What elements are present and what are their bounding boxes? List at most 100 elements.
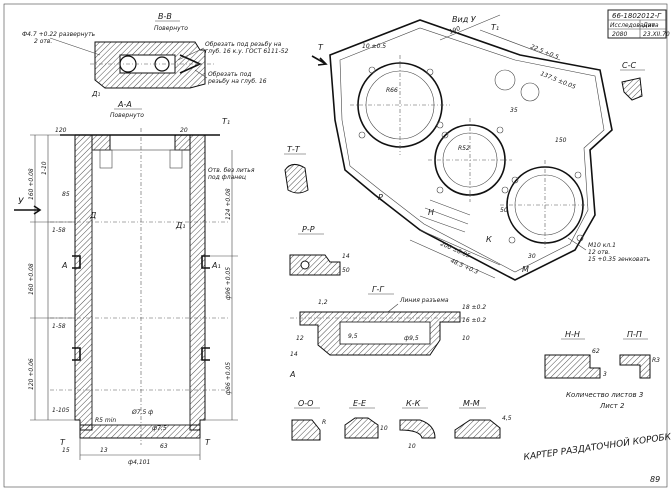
dim-gg-1: 12 xyxy=(296,335,304,342)
dim-rr-1: 14 xyxy=(342,253,350,260)
label-d-left: Д xyxy=(89,211,96,220)
dim-left-5: 1-105 xyxy=(52,407,70,414)
title-block-col2-head: Дата xyxy=(642,22,659,29)
vid-dim1: 22.5 +0.5 xyxy=(529,43,559,61)
dim-left-v3: 120 +0.06 xyxy=(28,358,35,390)
dim-gg-8: 10 xyxy=(462,335,470,342)
dim-gg-2: 9,5 xyxy=(348,333,358,340)
vid-r: R66 xyxy=(386,87,398,94)
label-t-top-right: Т₁ xyxy=(222,117,230,126)
dim-kk-1: 10 xyxy=(408,443,416,450)
vid-label-t: Т xyxy=(318,43,324,52)
dim-bottom-4: 13 xyxy=(100,447,108,454)
vid-dim4: 48.5 +0.3 xyxy=(449,257,479,276)
section-gg: Г-Г Линия разъема 18 ±0.2 16 ±0.2 ф9,5 9… xyxy=(289,285,486,379)
dim-inner-1: Ø7,5 ф xyxy=(131,409,153,416)
sheet-frame xyxy=(3,3,668,488)
main-section: 160 +0.08 160 +0.08 120 +0.06 1-10 1-58 … xyxy=(14,117,255,466)
vid-dim7: 10 ±0.5 xyxy=(362,43,386,50)
dim-bottom-3: 15 xyxy=(62,447,70,454)
dim-right-v1: 124 +0.08 xyxy=(225,188,232,220)
title-block-col1-value: 2080 xyxy=(612,31,627,38)
title-block-col2-value: 23.XII.70 xyxy=(643,31,670,38)
section-kk: К-К 10 xyxy=(399,399,436,450)
vv-left-note: Ф4.7 +0.22 развернуть xyxy=(22,31,96,38)
dim-left-v1: 160 +0.08 xyxy=(28,168,35,200)
section-gg-title: Г-Г xyxy=(372,285,384,294)
title-block-code: 66-1802012-Г xyxy=(612,12,662,20)
vid-dim2: 137.5 ±0.05 xyxy=(539,70,577,91)
vid-dim9: 30 xyxy=(528,253,536,260)
vid-dim10: 50 xyxy=(500,207,508,214)
dim-rr-2: 50 xyxy=(342,267,350,274)
vv-note4: резьбу на глуб. 16 xyxy=(207,78,267,85)
section-pp: П-П R3 xyxy=(619,330,660,379)
sheet-title: КАРТЕР РАЗДАТОЧНОЙ КОРОБКИ xyxy=(523,429,671,463)
label-t-left: Т xyxy=(60,438,66,447)
vid-dim8: 150 xyxy=(555,137,567,144)
dim-gg-5: 1,2 xyxy=(318,299,328,306)
section-nn-title: Н-Н xyxy=(565,330,580,339)
dim-bottom-5: 63 xyxy=(160,443,168,450)
view-u-title: Вид У xyxy=(452,15,477,24)
vid-label-m: М xyxy=(522,265,529,274)
dim-left-v2: 160 +0.08 xyxy=(28,263,35,295)
dim-left-2: 1-10 xyxy=(41,161,48,175)
section-aa: А-А Повернуто xyxy=(110,100,144,119)
title-block: 66-1802012-Г Исследование Дата 2080 23.X… xyxy=(607,9,670,39)
dim-bottom-6: ф4,101 xyxy=(128,459,150,466)
title-block-col1-head: Исследование xyxy=(610,22,655,29)
section-ee: Е-Е 10 xyxy=(344,399,388,439)
gg-a-mark: А xyxy=(289,370,295,379)
section-vv-title: В-В xyxy=(158,12,172,21)
label-t-right: Т xyxy=(205,438,211,447)
dim-right-v3: ф86 +0.05 xyxy=(225,362,232,395)
page-number: 89 xyxy=(650,475,660,484)
vid-dim5: 190 xyxy=(448,25,461,36)
dim-gg-4: 18 ±0.2 xyxy=(462,304,486,311)
section-mm-title: М-М xyxy=(463,399,480,408)
section-vv: В-В Повернуто Ф4.7 +0.22 развернуть 2 от… xyxy=(22,12,289,98)
dim-gg-3: ф9,5 xyxy=(404,335,419,342)
dim-pp-1: R3 xyxy=(652,357,660,364)
view-u: Вид У 22. xyxy=(311,14,651,281)
vid-r2: R52 xyxy=(458,145,470,152)
section-oo-title: О-О xyxy=(298,399,313,408)
section-ss: С-С xyxy=(620,61,645,101)
dim-left-3: 1-58 xyxy=(52,227,66,234)
sheet-index: Лист 2 xyxy=(599,402,625,410)
section-aa-subtitle: Повернуто xyxy=(110,112,144,119)
vid-label-k: К xyxy=(486,235,492,244)
dim-top-mid: 20 xyxy=(180,127,188,134)
section-kk-title: К-К xyxy=(406,399,421,408)
dim-left-1: 85 xyxy=(62,191,70,198)
vv-left-note2: 2 отв. xyxy=(34,38,52,45)
dim-nn-2: 3 xyxy=(603,371,607,378)
right-note2: под фланец xyxy=(208,174,246,181)
section-rr: Р-Р 14 50 xyxy=(289,225,350,276)
section-mm: М-М 4,5 xyxy=(454,399,512,439)
dim-bottom-1: ф7,5 xyxy=(152,425,167,432)
vid-note2: 12 отв. xyxy=(588,249,610,256)
dim-nn-1: 62 xyxy=(592,348,600,355)
label-a-right: А₁ xyxy=(211,261,221,270)
label-a-left: А xyxy=(61,261,67,270)
dim-ee-1: 10 xyxy=(380,425,388,432)
section-vv-subtitle: Повернуто xyxy=(154,25,188,32)
section-oo: О-О R xyxy=(291,399,326,441)
vv-note1: Обрезать под резьбу на xyxy=(205,41,282,48)
section-rr-title: Р-Р xyxy=(302,225,315,234)
dim-bottom-7: R5 min xyxy=(95,417,116,424)
section-tt-title: Т-Т xyxy=(287,145,301,154)
dim-oo-1: R xyxy=(322,419,326,426)
label-d-right: Д₁ xyxy=(175,221,185,230)
vv-note3: Обрезать под xyxy=(208,71,251,78)
section-aa-title: А-А xyxy=(117,100,132,109)
section-pp-title: П-П xyxy=(627,330,642,339)
vv-d-mark: Д₁ xyxy=(91,90,100,98)
dim-right-v2: ф96 +0.05 xyxy=(225,267,232,300)
section-ee-title: Е-Е xyxy=(353,399,367,408)
dim-gg-7: 14 xyxy=(290,351,298,358)
vid-note1: М10 кл.1 xyxy=(588,242,616,249)
